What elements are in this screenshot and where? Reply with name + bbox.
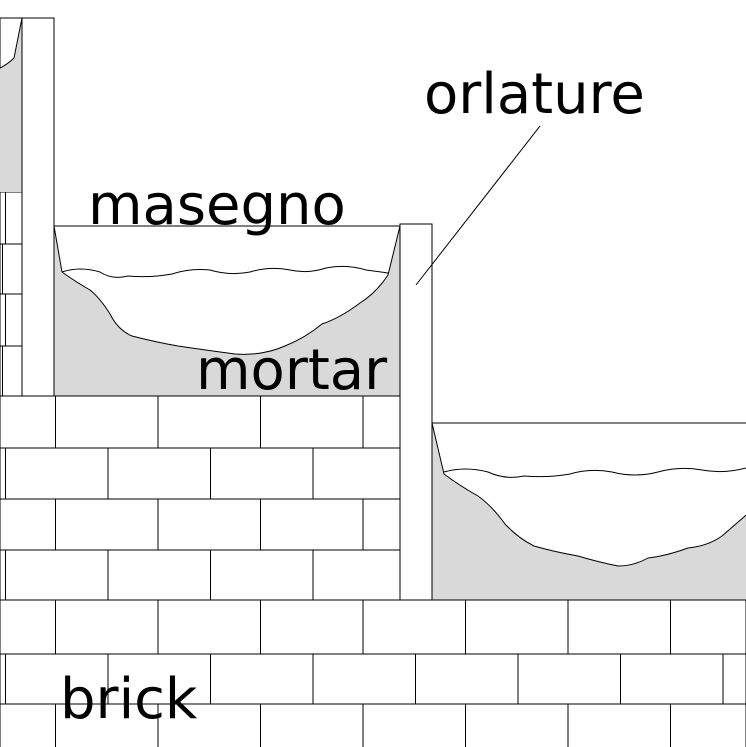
brick [5, 549, 109, 601]
brick [415, 653, 519, 705]
brick [107, 549, 211, 601]
brick [312, 549, 401, 601]
brick-label: brick [60, 667, 198, 732]
left-curb-orlature [21, 17, 55, 397]
brick [0, 447, 6, 500]
brick [0, 599, 56, 655]
right-curb-orlature [399, 223, 433, 601]
brick [157, 395, 261, 449]
brick [55, 498, 159, 551]
middle-step [53, 225, 401, 397]
brick [0, 703, 56, 747]
brick [517, 653, 621, 705]
brick [260, 498, 364, 551]
brick [260, 599, 364, 655]
brick-courses-left-strip [0, 191, 23, 397]
brick [465, 599, 569, 655]
brick [107, 447, 211, 500]
brick-courses-lower [0, 599, 746, 747]
brick [157, 599, 261, 655]
brick-wall [0, 191, 746, 747]
brick [362, 395, 401, 449]
brick [312, 447, 401, 500]
brick [2, 243, 23, 295]
brick-courses-upper [0, 395, 401, 601]
brick [0, 395, 56, 449]
brick [312, 653, 416, 705]
brick [567, 599, 671, 655]
middle-masegno-stone [53, 225, 401, 355]
brick [362, 599, 466, 655]
brick [2, 345, 23, 397]
brick [567, 703, 671, 747]
brick [362, 498, 401, 551]
brick [157, 498, 261, 551]
brick [0, 498, 56, 551]
brick [260, 395, 364, 449]
brick [5, 293, 23, 347]
orlature-leader-line [415, 125, 541, 286]
brick [5, 191, 23, 245]
middle-stone-top-texture [61, 265, 389, 278]
brick [362, 703, 466, 747]
orlature-label: orlature [424, 62, 645, 127]
right-masegno-stone [431, 422, 746, 567]
brick [0, 549, 6, 601]
brick [620, 653, 724, 705]
right-step [431, 422, 746, 601]
brick [210, 549, 314, 601]
upper-left-step [0, 17, 23, 192]
brick [55, 395, 159, 449]
brick [0, 293, 6, 347]
brick [210, 447, 314, 500]
masegno-label: masegno [88, 173, 346, 238]
brick [5, 447, 109, 500]
brick [55, 703, 159, 747]
brick [670, 703, 746, 747]
brick [722, 653, 746, 705]
brick [670, 599, 746, 655]
brick [157, 703, 261, 747]
brick [465, 703, 569, 747]
brick [260, 703, 364, 747]
brick [55, 599, 159, 655]
brick [0, 191, 6, 245]
right-stone-top-texture [443, 467, 746, 478]
upper-left-masegno-stone [0, 17, 23, 69]
brick [0, 653, 6, 705]
mortar-label: mortar [196, 338, 388, 403]
brick [210, 653, 314, 705]
